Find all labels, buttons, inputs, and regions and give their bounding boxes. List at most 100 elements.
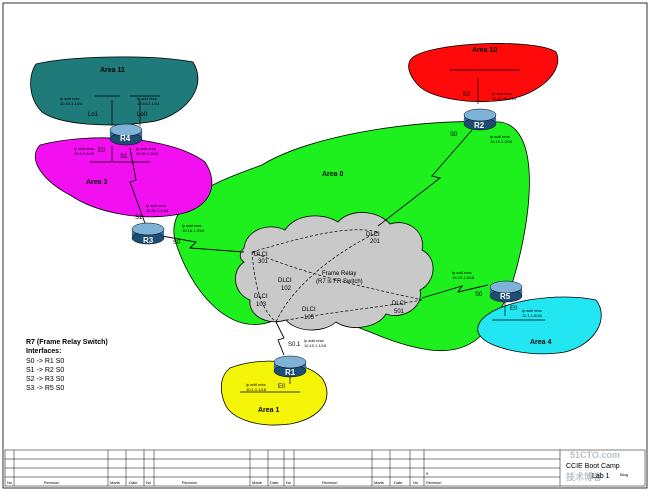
cloud-title: Frame Relay <box>322 271 356 277</box>
svg-text:10.44.1.1/24: 10.44.1.1/24 <box>60 101 83 106</box>
svg-text:Date: Date <box>270 480 279 485</box>
serial-links <box>129 129 489 356</box>
svg-text:201: 201 <box>370 239 381 245</box>
svg-text:ip add ress: ip add ress <box>246 382 266 387</box>
router-r5[interactable]: R5 <box>489 280 523 303</box>
pvc-lines <box>251 229 423 323</box>
svg-text:10.34.1.2/16: 10.34.1.2/16 <box>136 151 159 156</box>
router-r2-label: R2 <box>474 121 485 130</box>
legend-line: S1 -> R2 S0 <box>26 367 64 374</box>
watermark-blog: Blog <box>620 472 628 477</box>
svg-text:0: 0 <box>426 471 429 476</box>
svg-text:ip add ress: ip add ress <box>74 146 94 151</box>
svg-text:No: No <box>413 480 419 485</box>
svg-text:ip add ress: ip add ress <box>146 203 166 208</box>
watermark-blog-cn: 技术博客 <box>566 471 603 482</box>
svg-text:Revision: Revision <box>426 480 441 485</box>
dlci-labels: DLCI 301 DLCI 201 DLCI 102 DLCI 103 DLCI… <box>254 232 406 321</box>
svg-text:Revision: Revision <box>182 480 197 485</box>
svg-text:DLCI: DLCI <box>254 252 268 258</box>
area-3-label: Area 3 <box>86 179 108 186</box>
svg-text:103: 103 <box>256 302 267 308</box>
router-r1[interactable]: R1 <box>273 355 307 378</box>
svg-text:10.1.1.1/16: 10.1.1.1/16 <box>246 387 267 392</box>
r4-lo1-label: Lo1 <box>88 112 99 118</box>
r3-s1-label: S1 <box>135 215 143 221</box>
svg-text:DLCI: DLCI <box>302 307 316 313</box>
svg-text:10.34.1.1/16: 10.34.1.1/16 <box>146 208 169 213</box>
svg-text:ip add ress: ip add ress <box>490 134 510 139</box>
svg-text:Date: Date <box>394 480 403 485</box>
svg-text:105: 105 <box>304 315 315 321</box>
svg-text:11.1.1.5/16: 11.1.1.5/16 <box>522 313 542 318</box>
area-10-label: Area 10 <box>472 47 497 54</box>
router-r3[interactable]: R3 <box>131 222 165 245</box>
area-1-label: Area 1 <box>258 407 280 414</box>
svg-text:DLCI: DLCI <box>278 278 292 284</box>
svg-text:No: No <box>7 480 13 485</box>
r5-s0-label: S0 <box>475 292 483 298</box>
cloud-subtitle: (R7 is FR Switch) <box>316 279 363 285</box>
svg-text:DLCI: DLCI <box>392 301 406 307</box>
legend: R7 (Frame Relay Switch) Interfaces: S0 -… <box>26 339 108 392</box>
legend-line: S2 -> R3 S0 <box>26 376 64 383</box>
svg-text:10.10.1.1/16: 10.10.1.1/16 <box>304 343 327 348</box>
watermark-site: 51CTO.com <box>570 450 620 460</box>
svg-text:Made: Made <box>374 480 385 485</box>
svg-text:102: 102 <box>281 286 292 292</box>
ip-address-labels: ip add ress 10.44.1.1/24 ip add ress 10.… <box>60 91 542 392</box>
svg-text:11.10.20.1/24: 11.10.20.1/24 <box>492 96 517 101</box>
legend-line: S0 -> R1 S0 <box>26 358 64 365</box>
svg-text:ip add ress: ip add ress <box>60 96 80 101</box>
frame-relay-cloud <box>235 212 434 331</box>
svg-text:Made: Made <box>110 480 121 485</box>
r2-s0-label: S0 <box>450 132 458 138</box>
svg-text:ip add ress: ip add ress <box>137 96 157 101</box>
area-3-shape <box>34 137 213 218</box>
title-block-headers: No Revision Made Date No Revision Made D… <box>7 471 441 485</box>
svg-text:ip add ress: ip add ress <box>522 308 542 313</box>
svg-text:ip add ress: ip add ress <box>136 146 156 151</box>
area-10-shape <box>408 43 559 103</box>
r1-e0-label: E0 <box>278 384 286 390</box>
legend-title: R7 (Frame Relay Switch) <box>26 339 108 346</box>
svg-text:10.4.1.1/16: 10.4.1.1/16 <box>74 151 95 156</box>
svg-text:301: 301 <box>258 259 269 265</box>
svg-text:DLCI: DLCI <box>254 294 268 300</box>
r4-e0-label: E0 <box>98 148 106 154</box>
svg-text:10.10.1.2/16: 10.10.1.2/16 <box>490 139 513 144</box>
router-r4[interactable]: R4 <box>109 123 143 146</box>
area-4-label: Area 4 <box>530 339 552 346</box>
svg-text:Revision: Revision <box>322 480 337 485</box>
r3-s0-label: S0 <box>173 240 181 246</box>
svg-text:501: 501 <box>394 309 405 315</box>
title-block <box>4 449 646 487</box>
svg-text:10.10.1.3/16: 10.10.1.3/16 <box>182 228 205 233</box>
svg-text:No: No <box>146 480 152 485</box>
svg-text:ip add ress: ip add ress <box>304 338 324 343</box>
area-0-label: Area 0 <box>322 171 344 178</box>
svg-text:ip add ress: ip add ress <box>182 223 202 228</box>
svg-text:Date: Date <box>129 480 138 485</box>
router-r5-label: R5 <box>500 292 511 301</box>
r1-s01-label: S0.1 <box>288 342 301 348</box>
r4-lo0-label: Lo0 <box>137 112 148 118</box>
r5-e0-label: E0 <box>510 306 518 312</box>
area-11-label: Area 11 <box>100 67 125 74</box>
svg-text:ip add ress: ip add ress <box>452 270 472 275</box>
svg-text:Revision: Revision <box>44 480 59 485</box>
svg-text:DLCI: DLCI <box>366 232 380 238</box>
r4-s1-label: S1 <box>120 154 128 160</box>
router-r1-label: R1 <box>285 368 296 377</box>
svg-text:10.44.2.1/24: 10.44.2.1/24 <box>137 101 160 106</box>
legend-subtitle: Interfaces: <box>26 348 61 355</box>
svg-text:Made: Made <box>252 480 263 485</box>
title-block-lab: Lab 1 <box>592 473 610 480</box>
legend-line: S3 -> R5 S0 <box>26 385 64 392</box>
svg-text:10.10.1.5/16: 10.10.1.5/16 <box>452 275 475 280</box>
svg-text:No: No <box>286 480 292 485</box>
router-r2[interactable]: R2 <box>463 108 497 131</box>
title-block-course: CCIE Boot Camp <box>566 463 620 470</box>
